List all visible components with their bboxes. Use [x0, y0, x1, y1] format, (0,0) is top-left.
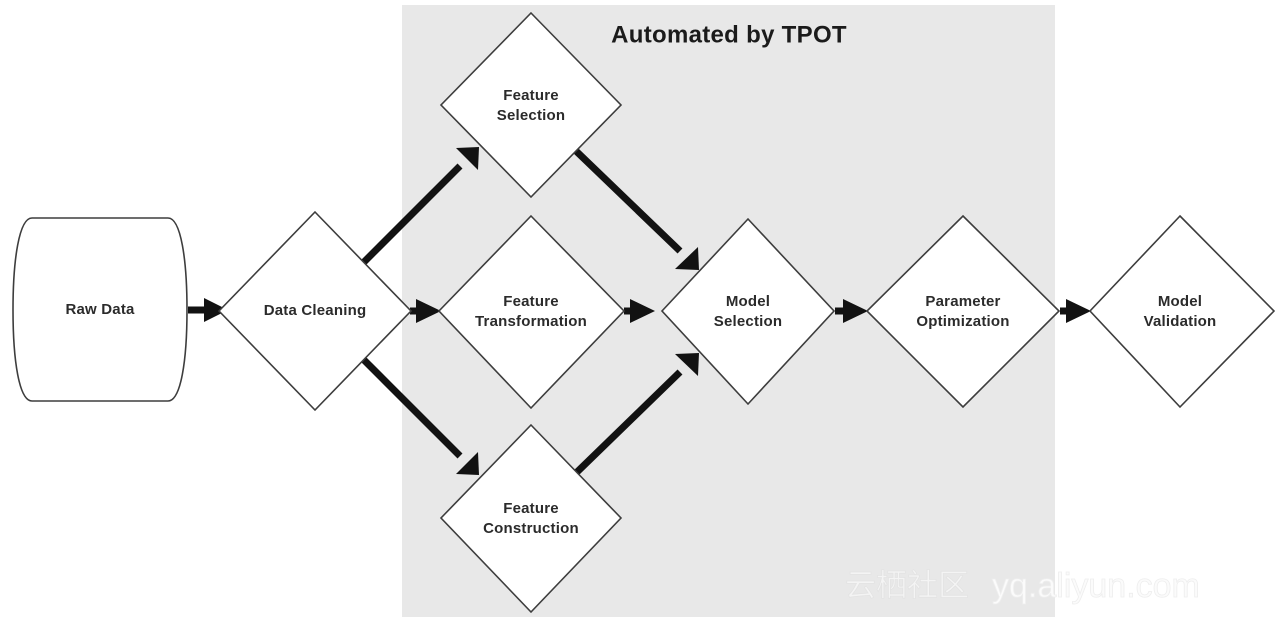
- model-validation-shape: [1088, 214, 1275, 409]
- node-model-validation[interactable]: Model Validation: [1088, 214, 1275, 409]
- node-feature-transformation[interactable]: Feature Transformation: [437, 214, 626, 410]
- parameter-optimization-label-line2: Optimization: [916, 313, 1009, 330]
- edge-raw-data-to-data-cleaning: [188, 298, 228, 322]
- node-raw-data[interactable]: Raw Data: [12, 217, 188, 402]
- feature-selection-label-line1: Feature: [503, 87, 559, 104]
- model-selection-label-line1: Model: [726, 293, 770, 310]
- edge-parameter-optimization-to-model-validation: [1060, 299, 1091, 323]
- parameter-optimization-label-line1: Parameter: [925, 293, 1000, 310]
- node-feature-construction[interactable]: Feature Construction: [439, 423, 623, 614]
- feature-selection-label-line2: Selection: [497, 107, 566, 124]
- model-selection-shape: [660, 217, 836, 406]
- node-parameter-optimization[interactable]: Parameter Optimization: [865, 214, 1061, 409]
- node-data-cleaning[interactable]: Data Cleaning: [217, 210, 413, 412]
- feature-selection-shape: [439, 11, 623, 199]
- node-model-selection[interactable]: Model Selection: [660, 217, 836, 406]
- raw-data-label: Raw Data: [65, 301, 135, 318]
- parameter-optimization-shape: [865, 214, 1061, 409]
- group-title-automated-by-tpot: Automated by TPOT: [611, 21, 847, 48]
- edge-feature-construction-to-model-selection: [572, 353, 699, 477]
- feature-transformation-label-line2: Transformation: [475, 313, 587, 330]
- watermark-url-text: yq.aliyun.com: [992, 567, 1200, 605]
- data-cleaning-label: Data Cleaning: [264, 302, 367, 319]
- edge-feature-selection-to-model-selection: [572, 147, 699, 270]
- node-feature-selection[interactable]: Feature Selection: [439, 11, 623, 199]
- feature-construction-label-line1: Feature: [503, 500, 559, 517]
- model-validation-label-line2: Validation: [1144, 313, 1217, 330]
- data-cleaning-shape: [217, 210, 413, 412]
- edge-data-cleaning-to-feature-selection: [359, 147, 479, 267]
- watermark-chinese-text: 云栖社区: [845, 568, 969, 603]
- edge-data-cleaning-to-feature-construction: [359, 355, 479, 475]
- feature-transformation-shape: [437, 214, 626, 410]
- edge-feature-transformation-to-model-selection: [624, 299, 655, 323]
- model-selection-label-line2: Selection: [714, 313, 783, 330]
- feature-construction-label-line2: Construction: [483, 520, 579, 537]
- model-validation-label-line1: Model: [1158, 293, 1202, 310]
- raw-data-shape: [12, 217, 188, 402]
- edge-model-selection-to-parameter-optimization: [835, 299, 868, 323]
- feature-construction-shape: [439, 423, 623, 614]
- watermark: 云栖社区 yq.aliyun.com: [845, 567, 1201, 606]
- feature-transformation-label-line1: Feature: [503, 293, 559, 310]
